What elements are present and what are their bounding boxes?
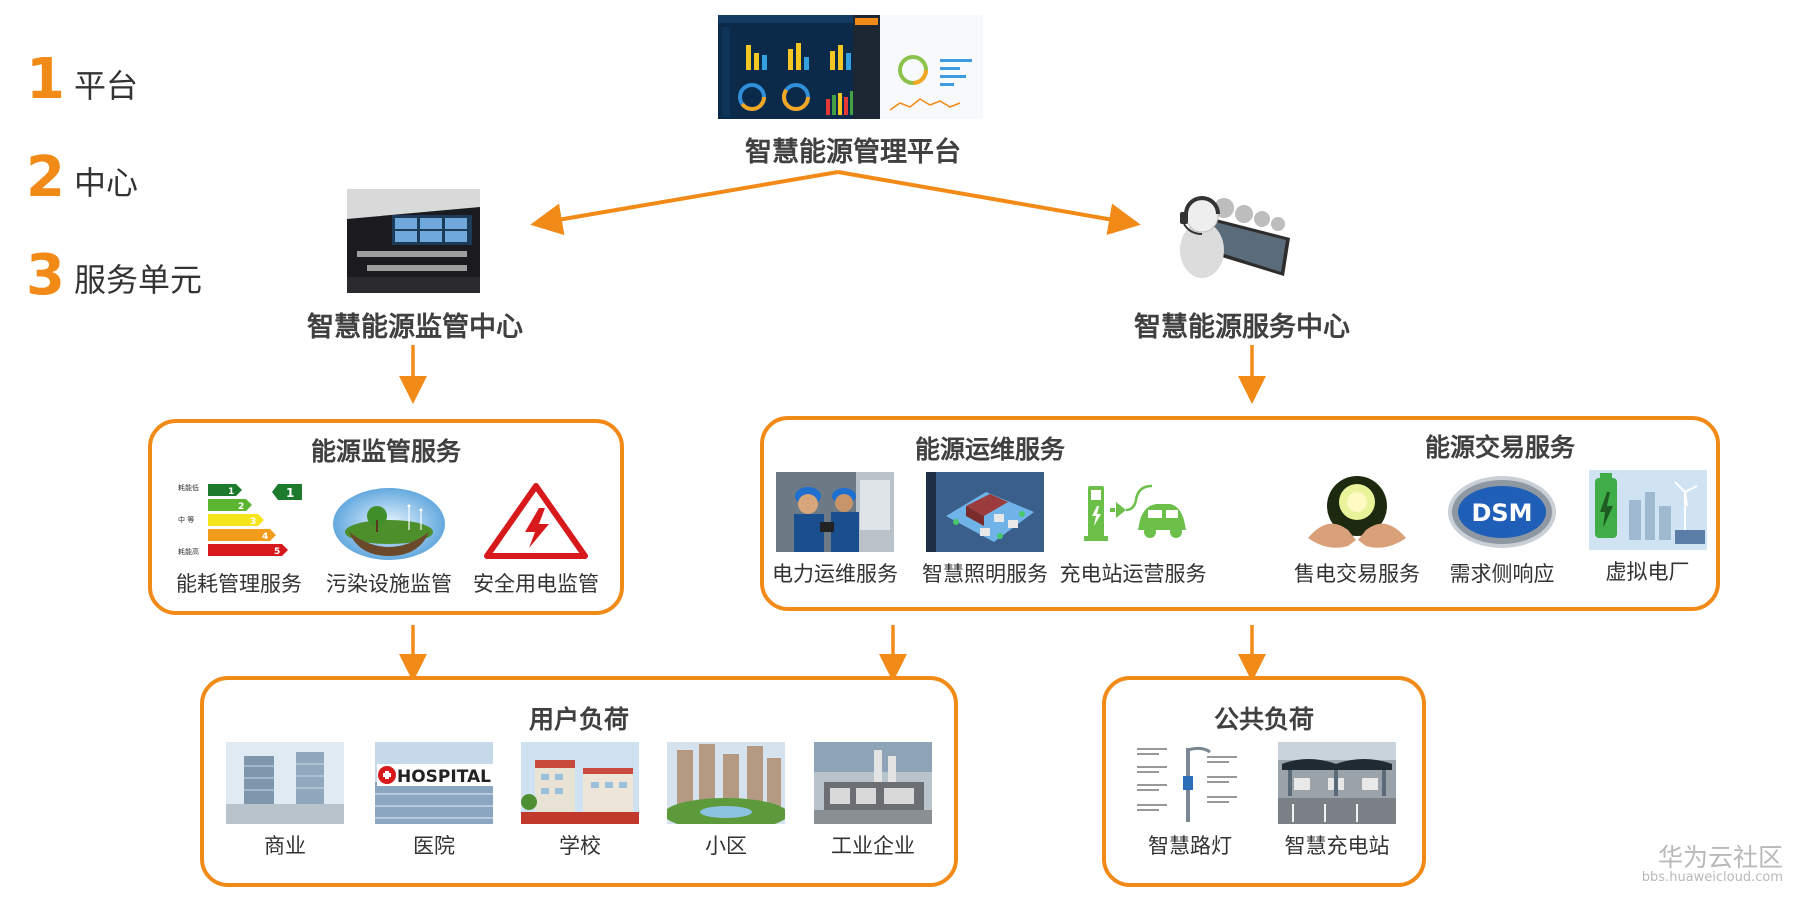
- svg-text:4: 4: [262, 532, 268, 542]
- arrow-platform-to-supervision-center: [530, 170, 839, 236]
- energy-supervision-title: 能源监管服务: [310, 437, 461, 466]
- legend-num-3: 3: [26, 243, 65, 308]
- smart-lighting-item: 智慧照明服务: [915, 472, 1055, 588]
- energy-ops-title: 能源运维服务: [914, 435, 1065, 464]
- hands-bulb-icon: [1298, 472, 1416, 552]
- energy-consumption-item: 耗能低 中 等 耗能高 1 2 3 4 5 1 能耗管理服务: [168, 480, 310, 598]
- control-room-photo: [347, 189, 480, 293]
- demand-response-label: 需求侧响应: [1449, 562, 1555, 586]
- legend-text-platform: 平台: [74, 67, 139, 105]
- electricity-trading-label: 售电交易服务: [1294, 562, 1420, 586]
- electrical-safety-label: 安全用电监管: [473, 572, 599, 596]
- legend-text-service-unit: 服务单元: [74, 261, 203, 299]
- residential-photo: [667, 742, 785, 824]
- charging-station-ops-label: 充电站运营服务: [1059, 562, 1207, 586]
- svg-text:DSM: DSM: [1471, 499, 1532, 527]
- charging-station-photo: [1278, 742, 1396, 824]
- demand-response-item: DSM 需求侧响应: [1437, 472, 1567, 588]
- power-maintenance-item: 电力运维服务: [765, 472, 905, 588]
- rating-label-low: 耗能低: [178, 483, 199, 492]
- electrical-safety-item: 安全用电监管: [465, 480, 607, 598]
- supervision-center-title: 智慧能源监管中心: [307, 312, 523, 343]
- virtual-power-plant-icon: [1588, 470, 1707, 550]
- school-label: 学校: [559, 834, 601, 858]
- arrow-platform-to-service-center: [837, 170, 1141, 236]
- service-center-title: 智慧能源服务中心: [1134, 312, 1350, 343]
- pollution-monitoring-item: 污染设施监管: [318, 480, 460, 598]
- smart-lighting-map-icon: [926, 472, 1044, 552]
- engineers-photo-icon: [776, 472, 894, 552]
- smart-charging-station-item: 智慧充电站: [1270, 742, 1404, 860]
- industrial-photo: [814, 742, 932, 824]
- watermark-name: 华为云社区: [1657, 843, 1783, 872]
- legend-num-1: 1: [26, 47, 65, 112]
- svg-text:5: 5: [274, 547, 280, 557]
- rating-label-high: 耗能高: [178, 547, 199, 556]
- industrial-label: 工业企业: [831, 834, 915, 858]
- commercial-building-photo: [226, 742, 344, 824]
- svg-text:3: 3: [250, 517, 256, 527]
- virtual-power-plant-item: 虚拟电厂: [1585, 470, 1710, 586]
- rating-label-mid: 中 等: [178, 515, 194, 524]
- smart-lighting-label: 智慧照明服务: [922, 562, 1048, 586]
- power-maintenance-label: 电力运维服务: [772, 562, 898, 586]
- public-load-title: 公共负荷: [1213, 705, 1314, 734]
- call-center-agents-icon: [1172, 188, 1302, 292]
- energy-consumption-label: 能耗管理服务: [176, 572, 302, 596]
- svg-text:2: 2: [238, 502, 244, 512]
- dsm-badge-icon: DSM: [1443, 472, 1561, 552]
- smart-streetlight-item: 智慧路灯: [1130, 742, 1250, 860]
- energy-trade-title: 能源交易服务: [1424, 433, 1575, 462]
- residential-item: 小区: [666, 742, 786, 860]
- commercial-label: 商业: [264, 834, 306, 858]
- high-voltage-warning-icon: [481, 480, 591, 562]
- charging-station-ops-item: 充电站运营服务: [1058, 472, 1208, 588]
- pollution-monitoring-label: 污染设施监管: [326, 572, 452, 596]
- svg-text:1: 1: [286, 486, 294, 500]
- residential-label: 小区: [705, 834, 747, 858]
- hospital-item: HOSPITAL 医院: [374, 742, 494, 860]
- legend-text-center: 中心: [74, 164, 139, 202]
- industrial-item: 工业企业: [808, 742, 938, 860]
- energy-ops-trade-box: [760, 416, 1720, 611]
- user-load-title: 用户负荷: [528, 705, 629, 734]
- platform-title: 智慧能源管理平台: [745, 137, 961, 168]
- smart-streetlight-label: 智慧路灯: [1148, 834, 1232, 858]
- smart-streetlight-icon: [1131, 742, 1249, 824]
- legend-num-2: 2: [26, 145, 65, 210]
- green-earth-icon: [329, 480, 449, 562]
- platform-dashboard-thumbnail: [718, 15, 983, 119]
- virtual-power-plant-label: 虚拟电厂: [1605, 560, 1690, 584]
- smart-charging-station-label: 智慧充电站: [1284, 834, 1390, 858]
- svg-text:HOSPITAL: HOSPITAL: [397, 767, 491, 787]
- energy-rating-icon: 耗能低 中 等 耗能高 1 2 3 4 5 1: [174, 480, 304, 562]
- school-photo: [521, 742, 639, 824]
- hospital-photo: HOSPITAL: [375, 742, 493, 824]
- hospital-label: 医院: [413, 834, 455, 858]
- svg-text:1: 1: [228, 487, 234, 497]
- school-item: 学校: [520, 742, 640, 860]
- commercial-item: 商业: [225, 742, 345, 860]
- electricity-trading-item: 售电交易服务: [1287, 472, 1427, 588]
- watermark-url: bbs.huaweicloud.com: [1641, 870, 1783, 885]
- ev-charging-icon: [1074, 472, 1192, 552]
